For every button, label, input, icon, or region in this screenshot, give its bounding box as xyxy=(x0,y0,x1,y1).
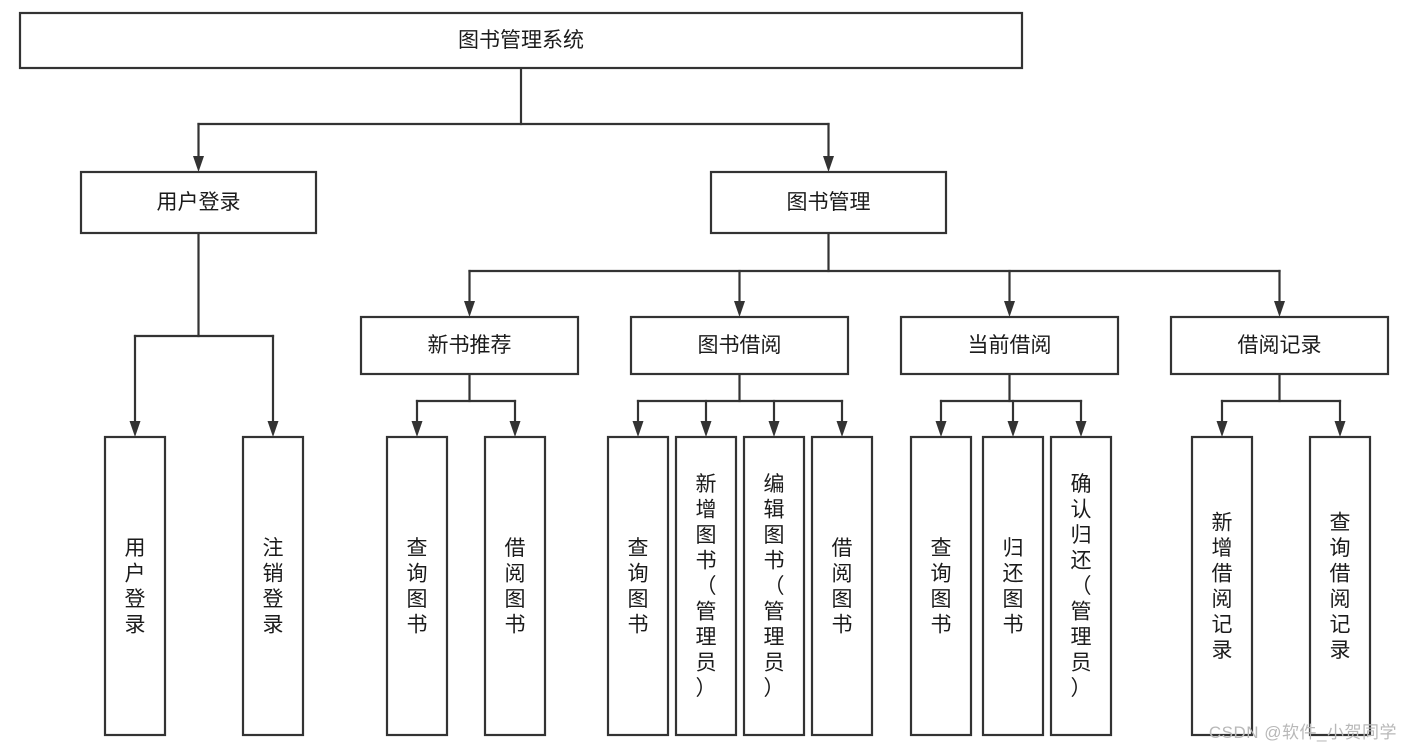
arrow-head-icon xyxy=(768,421,780,437)
arrow-head-icon xyxy=(1334,421,1346,437)
node-label: 图书借阅 xyxy=(698,334,782,357)
node-label: 确认归还（管理员） xyxy=(1071,473,1092,700)
arrow-head-icon xyxy=(411,421,423,437)
node-box xyxy=(103,435,167,737)
node-leaf-confirm-return[interactable]: 确认归还（管理员） xyxy=(1049,435,1113,737)
node-box xyxy=(385,435,449,737)
arrow-head-icon xyxy=(1004,301,1015,317)
node-label: 归还图书 xyxy=(1003,537,1024,637)
node-box xyxy=(1049,435,1113,737)
node-label: 图书管理 xyxy=(787,191,871,214)
node-leaf-query-book-cur[interactable]: 查询图书 xyxy=(909,435,973,737)
node-box xyxy=(709,170,948,235)
node-layer: 图书管理系统用户登录图书管理新书推荐图书借阅当前借阅借阅记录用户登录注销登录查询… xyxy=(18,11,1390,737)
node-label: 借阅图书 xyxy=(505,537,526,637)
node-box xyxy=(899,315,1120,376)
edge-group-borrow-record xyxy=(1216,372,1346,437)
node-new-book-rec[interactable]: 新书推荐 xyxy=(359,315,580,376)
node-book-borrow[interactable]: 图书借阅 xyxy=(629,315,850,376)
node-box xyxy=(1308,435,1372,737)
node-leaf-borrow-book-rec[interactable]: 借阅图书 xyxy=(483,435,547,737)
arrow-head-icon xyxy=(1274,301,1285,317)
node-leaf-logout[interactable]: 注销登录 xyxy=(241,435,305,737)
edge-layer xyxy=(129,66,1346,437)
node-leaf-user-login[interactable]: 用户登录 xyxy=(103,435,167,737)
node-box xyxy=(18,11,1024,70)
node-box xyxy=(359,315,580,376)
node-label: 新增图书（管理员） xyxy=(696,473,717,700)
node-box xyxy=(606,435,670,737)
node-label: 编辑图书（管理员） xyxy=(764,473,785,700)
node-user-login[interactable]: 用户登录 xyxy=(79,170,318,235)
node-box xyxy=(1169,315,1390,376)
arrow-head-icon xyxy=(935,421,947,437)
node-leaf-add-book[interactable]: 新增图书（管理员） xyxy=(674,435,738,737)
node-label: 注销登录 xyxy=(263,537,284,637)
node-box xyxy=(241,435,305,737)
node-leaf-add-record[interactable]: 新增借阅记录 xyxy=(1190,435,1254,737)
node-leaf-return-book[interactable]: 归还图书 xyxy=(981,435,1045,737)
node-label: 新书推荐 xyxy=(428,334,512,357)
node-label: 用户登录 xyxy=(157,191,241,214)
node-label: 用户登录 xyxy=(125,537,146,637)
node-label: 新增借阅记录 xyxy=(1212,511,1233,662)
arrow-head-icon xyxy=(1216,421,1228,437)
node-box xyxy=(1190,435,1254,737)
arrow-head-icon xyxy=(1007,421,1019,437)
arrow-head-icon xyxy=(193,156,204,172)
arrow-head-icon xyxy=(734,301,745,317)
edge-group-book-manage xyxy=(464,231,1285,317)
arrow-head-icon xyxy=(509,421,521,437)
node-current-borrow[interactable]: 当前借阅 xyxy=(899,315,1120,376)
node-label: 查询图书 xyxy=(931,537,952,637)
node-leaf-query-record[interactable]: 查询借阅记录 xyxy=(1308,435,1372,737)
arrow-head-icon xyxy=(1075,421,1087,437)
arrow-head-icon xyxy=(267,421,279,437)
node-box xyxy=(674,435,738,737)
arrow-head-icon xyxy=(700,421,712,437)
arrow-head-icon xyxy=(632,421,644,437)
node-root[interactable]: 图书管理系统 xyxy=(18,11,1024,70)
node-label: 查询借阅记录 xyxy=(1330,511,1351,662)
edge-group-book-borrow xyxy=(632,372,848,437)
node-box xyxy=(810,435,874,737)
node-box xyxy=(483,435,547,737)
node-box xyxy=(79,170,318,235)
node-label: 图书管理系统 xyxy=(458,29,584,52)
edge-group-user-login xyxy=(129,231,279,437)
node-box xyxy=(742,435,806,737)
node-book-manage[interactable]: 图书管理 xyxy=(709,170,948,235)
arrow-head-icon xyxy=(129,421,141,437)
arrow-head-icon xyxy=(464,301,475,317)
node-leaf-query-book-rec[interactable]: 查询图书 xyxy=(385,435,449,737)
arrow-head-icon xyxy=(823,156,834,172)
node-label: 借阅图书 xyxy=(832,537,853,637)
arrow-head-icon xyxy=(836,421,848,437)
node-leaf-query-book[interactable]: 查询图书 xyxy=(606,435,670,737)
node-label: 当前借阅 xyxy=(968,334,1052,357)
edge-group-root xyxy=(193,66,834,172)
node-label: 查询图书 xyxy=(628,537,649,637)
edge-group-current-borrow xyxy=(935,372,1087,437)
node-box xyxy=(629,315,850,376)
edge-group-new-book-rec xyxy=(411,372,521,437)
node-box xyxy=(981,435,1045,737)
node-box xyxy=(909,435,973,737)
node-leaf-borrow-book[interactable]: 借阅图书 xyxy=(810,435,874,737)
node-leaf-edit-book[interactable]: 编辑图书（管理员） xyxy=(742,435,806,737)
node-label: 借阅记录 xyxy=(1238,334,1322,357)
node-borrow-record[interactable]: 借阅记录 xyxy=(1169,315,1390,376)
node-label: 查询图书 xyxy=(407,537,428,637)
